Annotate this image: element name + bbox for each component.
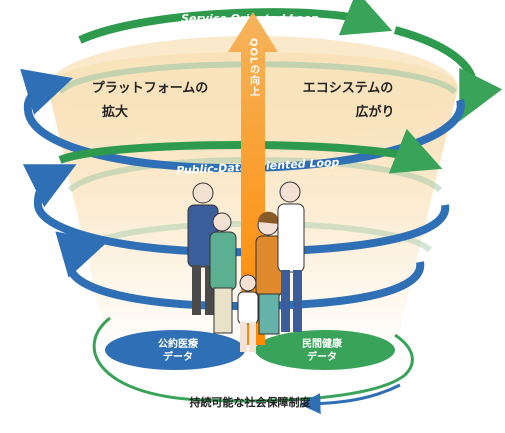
family-group-illustration	[187, 181, 305, 352]
public-medical-data-label-2: データ	[163, 350, 193, 363]
qol-up-arrow	[228, 12, 278, 345]
bottom-thin-loop	[92, 316, 414, 403]
sustainable-social-security-caption: 持続可能な社会保障制度	[190, 395, 312, 409]
ecosystem-spread-line1: エコシステムの	[303, 81, 394, 96]
public-medical-data-ellipse	[105, 330, 245, 370]
service-loop-right	[393, 26, 503, 122]
public-data-loop-arrow	[58, 128, 443, 174]
blue-loop-3	[55, 231, 425, 311]
platform-expansion-line2: 拡大	[102, 104, 128, 120]
private-health-data-ellipse	[255, 330, 395, 370]
qol-up-label: QOLの向上	[248, 38, 260, 97]
service-loop-arrow	[78, 0, 393, 44]
ecosystem-spread-line2: 広がり	[355, 104, 394, 120]
private-health-data-label-2: データ	[307, 350, 337, 363]
public-medical-data-label-1: 公約医療	[158, 337, 198, 350]
private-health-data-label-1: 民間健康	[302, 337, 343, 350]
blue-loop-2	[22, 164, 450, 257]
platform-expansion-line1: プラットフォームの	[92, 81, 209, 96]
bottom-caption-arrow	[299, 383, 401, 415]
